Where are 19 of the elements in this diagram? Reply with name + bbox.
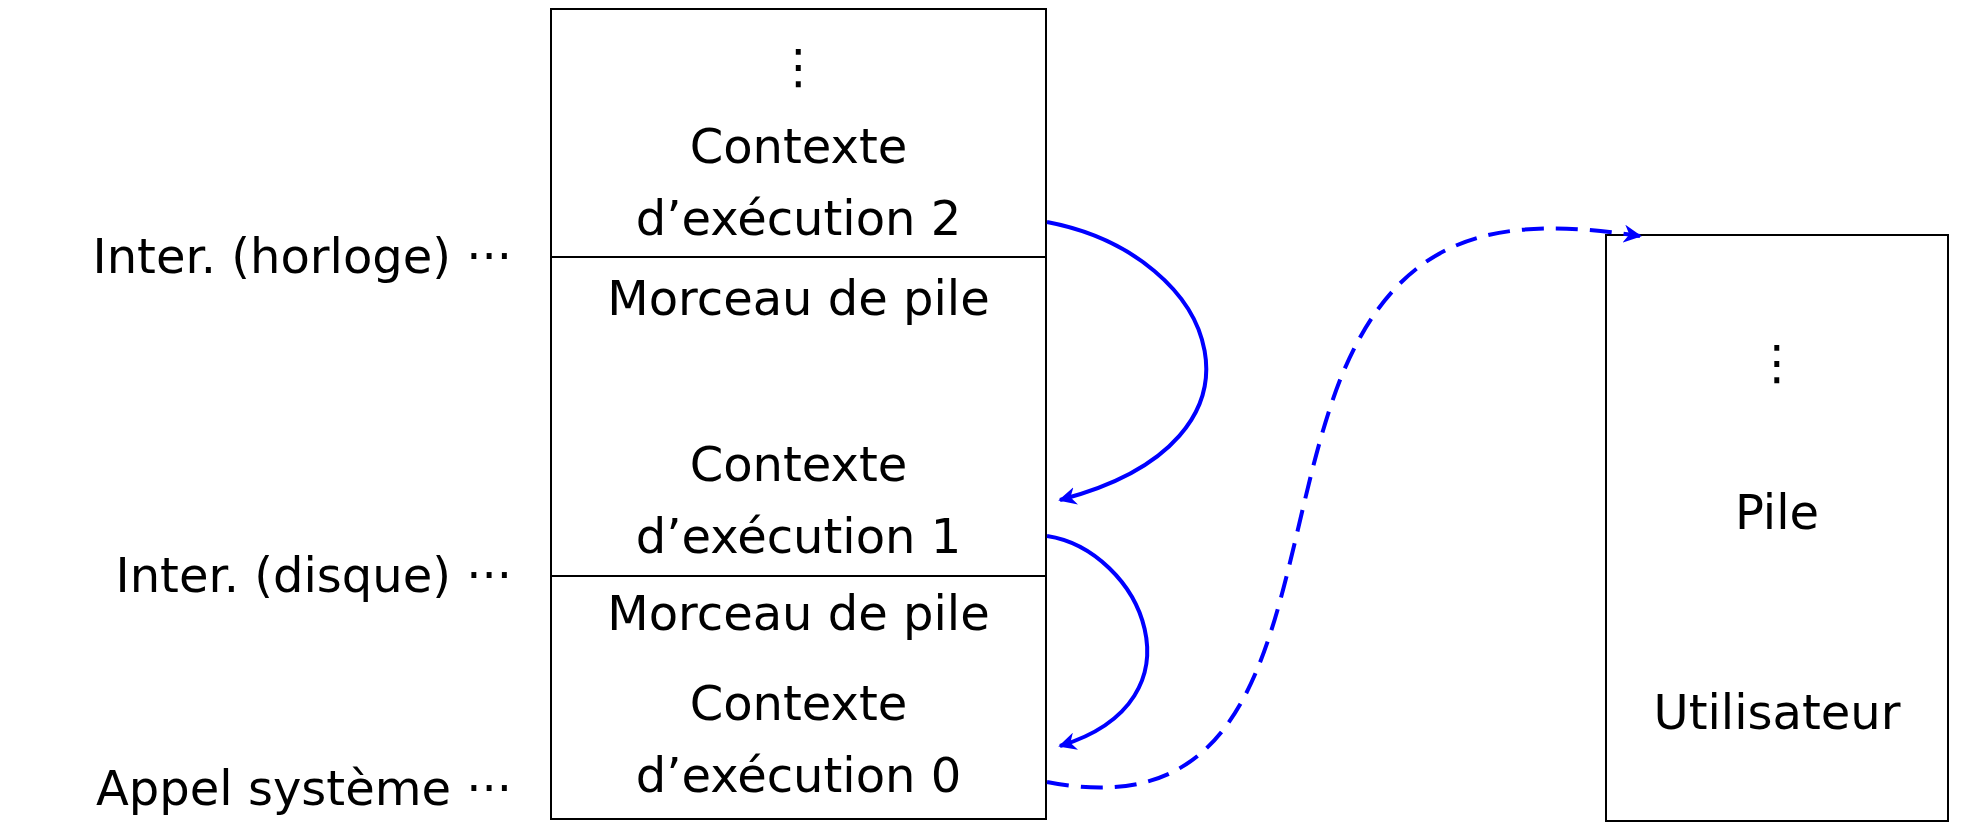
interrupt-label: Appel système ··· (96, 759, 512, 818)
continuation-dots: ⋮ (774, 37, 823, 96)
stack-label: Utilisateur (1653, 683, 1901, 742)
context-label: Contexte d’exécution 0 (634, 674, 963, 805)
stack-label: Pile (1734, 483, 1820, 542)
interrupt-label: Inter. (disque) ··· (115, 546, 512, 605)
stack-section-box (550, 575, 1047, 820)
interrupt-label: Inter. (horloge) ··· (92, 227, 512, 286)
context-label: Contexte d’exécution 1 (634, 435, 963, 566)
curved-arrow (1046, 220, 1208, 504)
stack-chunk-label: Morceau de pile (607, 584, 990, 643)
user-stack-box (1605, 234, 1949, 822)
curved-arrow (1046, 534, 1150, 749)
stack-section-box (550, 256, 1047, 577)
continuation-dots: ⋮ (1753, 333, 1801, 392)
dashed-arrow (1046, 225, 1642, 790)
stack-section-box (550, 8, 1047, 258)
context-label: Contexte d’exécution 2 (634, 117, 963, 248)
stack-chunk-label: Morceau de pile (607, 269, 990, 328)
